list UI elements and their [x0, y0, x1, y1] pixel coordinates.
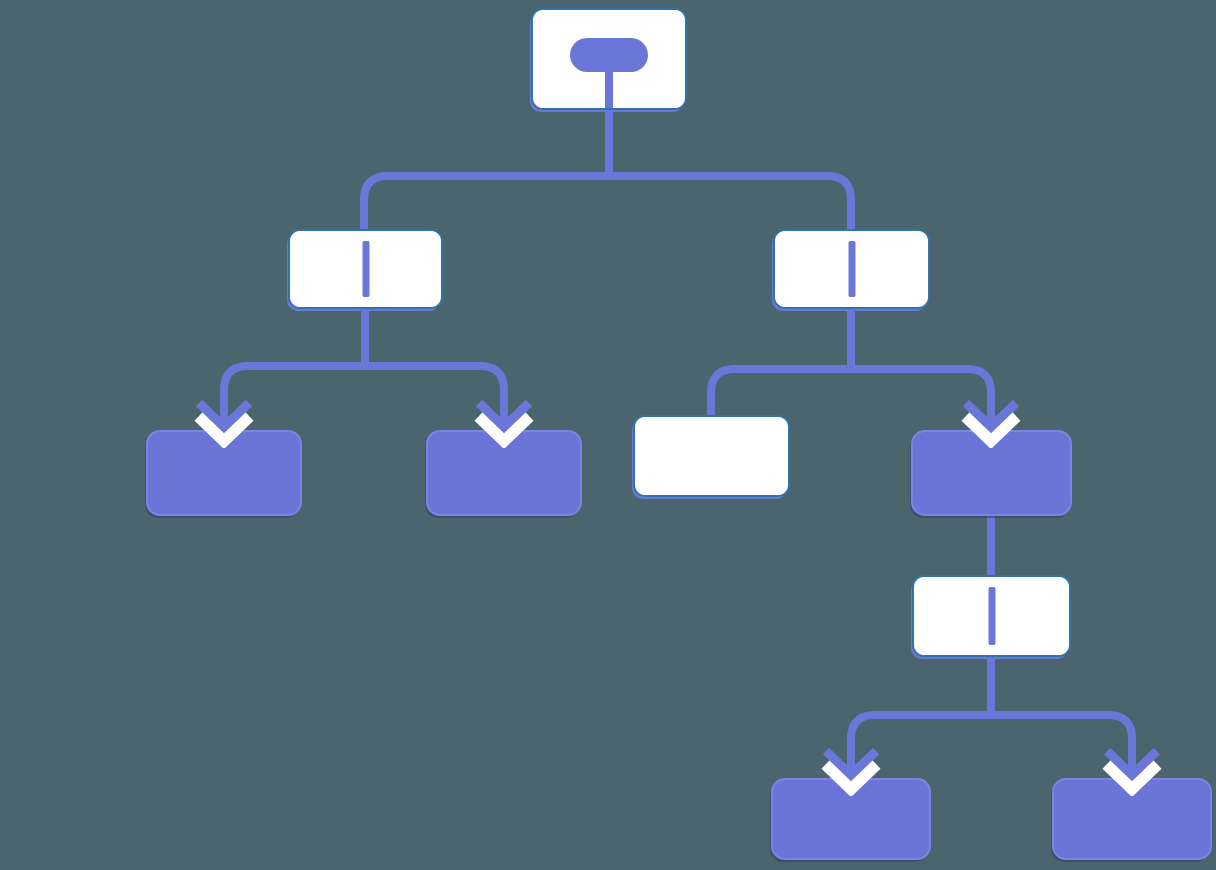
chevron-down-arrow-icon — [821, 744, 881, 796]
vertical-line-icon — [848, 241, 855, 297]
node-root[interactable] — [531, 8, 687, 110]
node-leaf-right-empty[interactable] — [633, 415, 790, 497]
connector-right-split — [707, 365, 995, 415]
connector-level1-split — [360, 172, 855, 229]
node-pass-right[interactable] — [912, 575, 1071, 657]
vertical-line-icon — [988, 587, 995, 645]
vertical-line-icon — [362, 241, 369, 297]
connector-bottom-split — [847, 711, 1136, 744]
chevron-down-arrow-icon — [474, 396, 534, 448]
pill-stem-line — [605, 68, 613, 108]
chevron-down-arrow-icon — [961, 396, 1021, 448]
pill-stem-icon — [570, 38, 648, 72]
connector-left-split — [220, 362, 508, 396]
node-branch-left[interactable] — [288, 229, 443, 309]
chevron-down-arrow-icon — [1102, 744, 1162, 796]
chevron-down-arrow-icon — [194, 396, 254, 448]
node-branch-right[interactable] — [773, 229, 930, 309]
